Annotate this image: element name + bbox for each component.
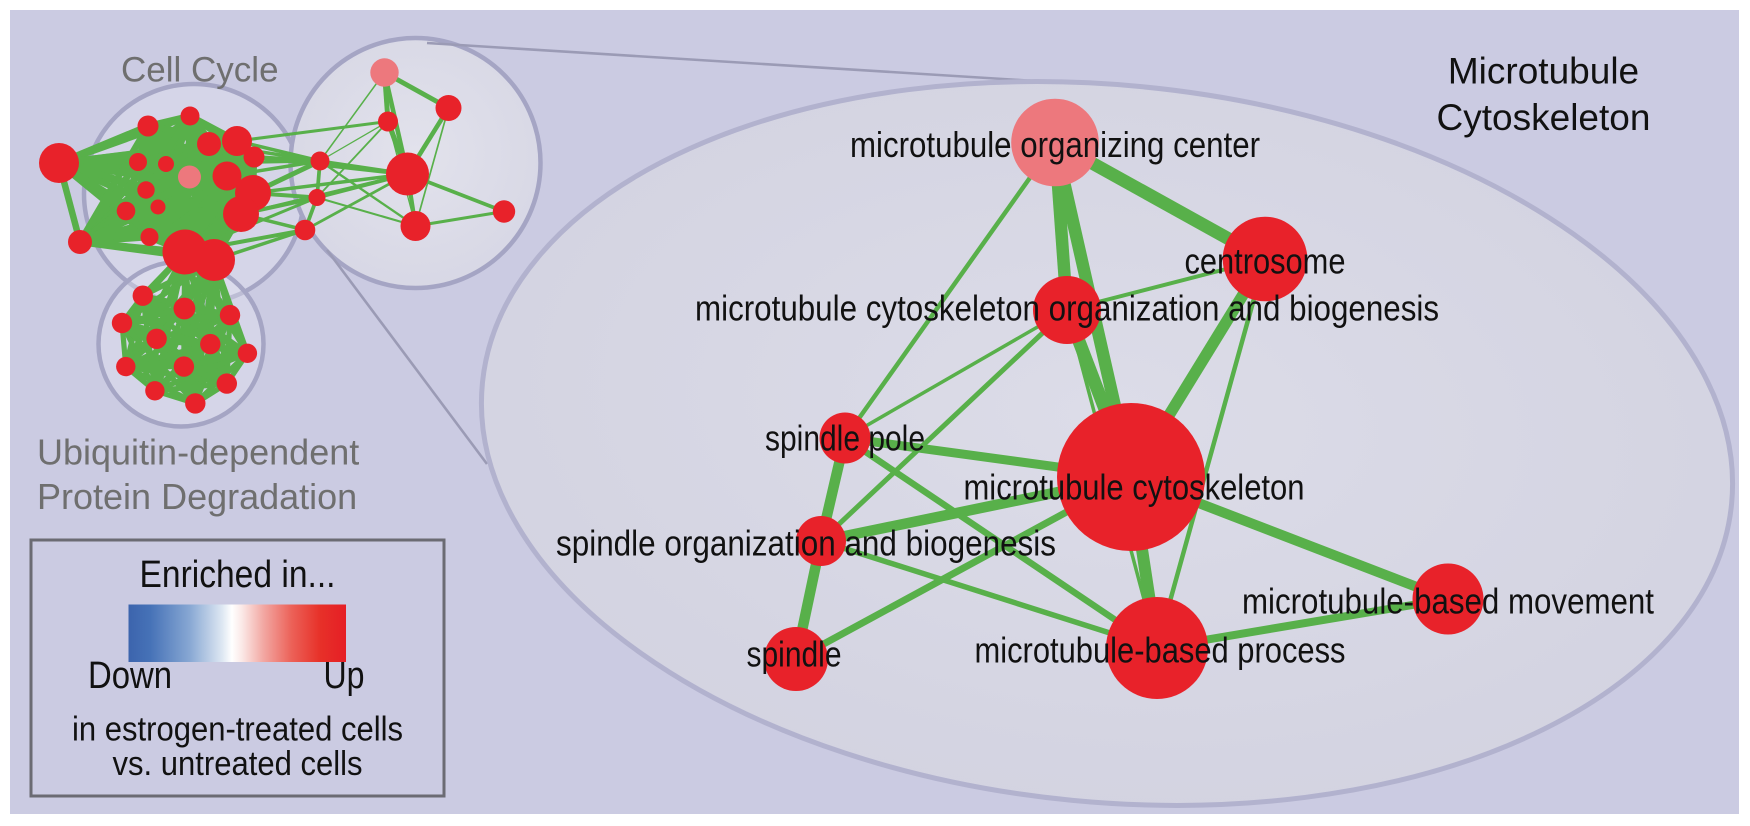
cluster-titles: Cell Cycle Ubiquitin-dependent Protein D… [37,51,1650,518]
overview-node [173,356,195,377]
zoom-node-label-mp: microtubule-based process [975,630,1346,671]
zoom-edge-so-mp [820,538,1158,651]
zoom-node-label-mc: microtubule cytoskeleton [964,467,1305,508]
zoom-node-mp [1106,597,1208,699]
overview-node [197,132,221,156]
overview-node [492,200,516,223]
zoom-node-sp [819,412,871,464]
zoom-node-label-oc: microtubule organizing center [850,124,1260,165]
legend-up-label: Up [324,655,365,697]
overview-node [111,312,133,334]
zoom-node-label-ce: centrosome [1185,241,1346,282]
ubiquitin-title-line1: Ubiquitin-dependent [37,432,359,473]
zoom-node-label-sp: spindle pole [765,418,925,459]
overview-edge [316,120,389,199]
zoom-node-label-sn: spindle [747,634,842,675]
overview-node [185,393,206,414]
zoom-edge-sp-mp [843,435,1159,651]
overview-node [294,219,316,241]
zoom-node-mc [1057,403,1205,551]
overview-node [370,58,399,87]
overview-node [137,115,159,137]
zoom-node-label-mm: microtubule-based movement [1242,581,1654,622]
overview-node [140,228,159,246]
overview-network-nodes [39,58,516,414]
zoom-edge-mo-so [819,308,1069,543]
zoom-callout-line-1 [426,41,1084,86]
overview-node [173,297,196,320]
legend-title: Enriched in... [140,554,336,596]
overview-node [150,199,166,215]
legend-down-label: Down [88,655,172,697]
microtubule-title-line2: Cytoskeleton [1437,97,1651,138]
legend-box [29,538,446,798]
overview-node [216,373,237,394]
overview-node [212,161,242,191]
overview-node [200,333,221,355]
overview-edge [226,159,321,178]
overview-node [116,201,136,221]
overview-edge [236,120,389,143]
zoom-callout-line-2 [325,249,489,465]
overview-node [132,285,153,306]
overview-edge [121,312,231,326]
legend: Enriched in... Down Up in estrogen-treat… [29,538,446,798]
overview-edge [414,107,450,227]
overview-node [178,165,201,189]
zoom-node-mm [1412,563,1484,635]
overview-edge [77,160,141,244]
zoom-node-label-so: spindle organization and biogenesis [556,523,1056,564]
zoom-node-mo [1033,276,1101,344]
overview-node [386,152,429,196]
legend-caption-line2: vs. untreated cells [113,745,363,783]
zoom-callout-lines [325,41,1084,465]
zoom-node-ce [1222,216,1308,302]
overview-edge [319,120,389,162]
overview-node [223,196,259,232]
overview-node [68,230,92,254]
overview-node [219,304,241,326]
microtubule-title-line1: Microtubule [1448,51,1639,92]
overview-edge [316,196,416,227]
cell-cycle-title: Cell Cycle [121,51,279,90]
zoom-network-labels: microtubule organizing center centrosome m… [556,124,1654,675]
overview-node [145,381,165,401]
zoom-node-sn [764,627,828,691]
overview-node [146,328,167,349]
zoom-node-oc [1011,98,1099,187]
overview-edge [154,381,228,394]
overview-node [129,153,147,171]
overview-node [308,189,326,206]
zoom-edge-mo-sp [844,308,1068,440]
overview-node [39,143,79,183]
overview-node [193,239,235,281]
overview-node [310,151,330,171]
overview-node [137,181,155,199]
zoom-edge-oc-sp [843,141,1057,440]
ubiquitin-title-line2: Protein Degradation [37,476,357,517]
overview-node [400,211,431,241]
overview-node [435,95,462,121]
zoom-network-nodes [764,98,1484,699]
legend-gradient-bar [128,604,346,662]
zoom-node-so [796,516,846,566]
zoom-node-label-mo: microtubule cytoskeleton organization an… [695,288,1439,329]
overview-node [378,111,398,132]
overview-node [243,146,265,168]
overview-edge [319,72,386,162]
overview-node [237,343,258,363]
overview-edge [319,160,417,227]
overview-node [222,126,252,156]
overview-node [158,156,174,172]
zoom-edge-ce-mp [1154,258,1268,649]
overview-edge [165,159,321,166]
legend-caption-line1: in estrogen-treated cells [72,711,403,749]
overview-node [116,356,136,377]
overview-node [180,106,200,126]
